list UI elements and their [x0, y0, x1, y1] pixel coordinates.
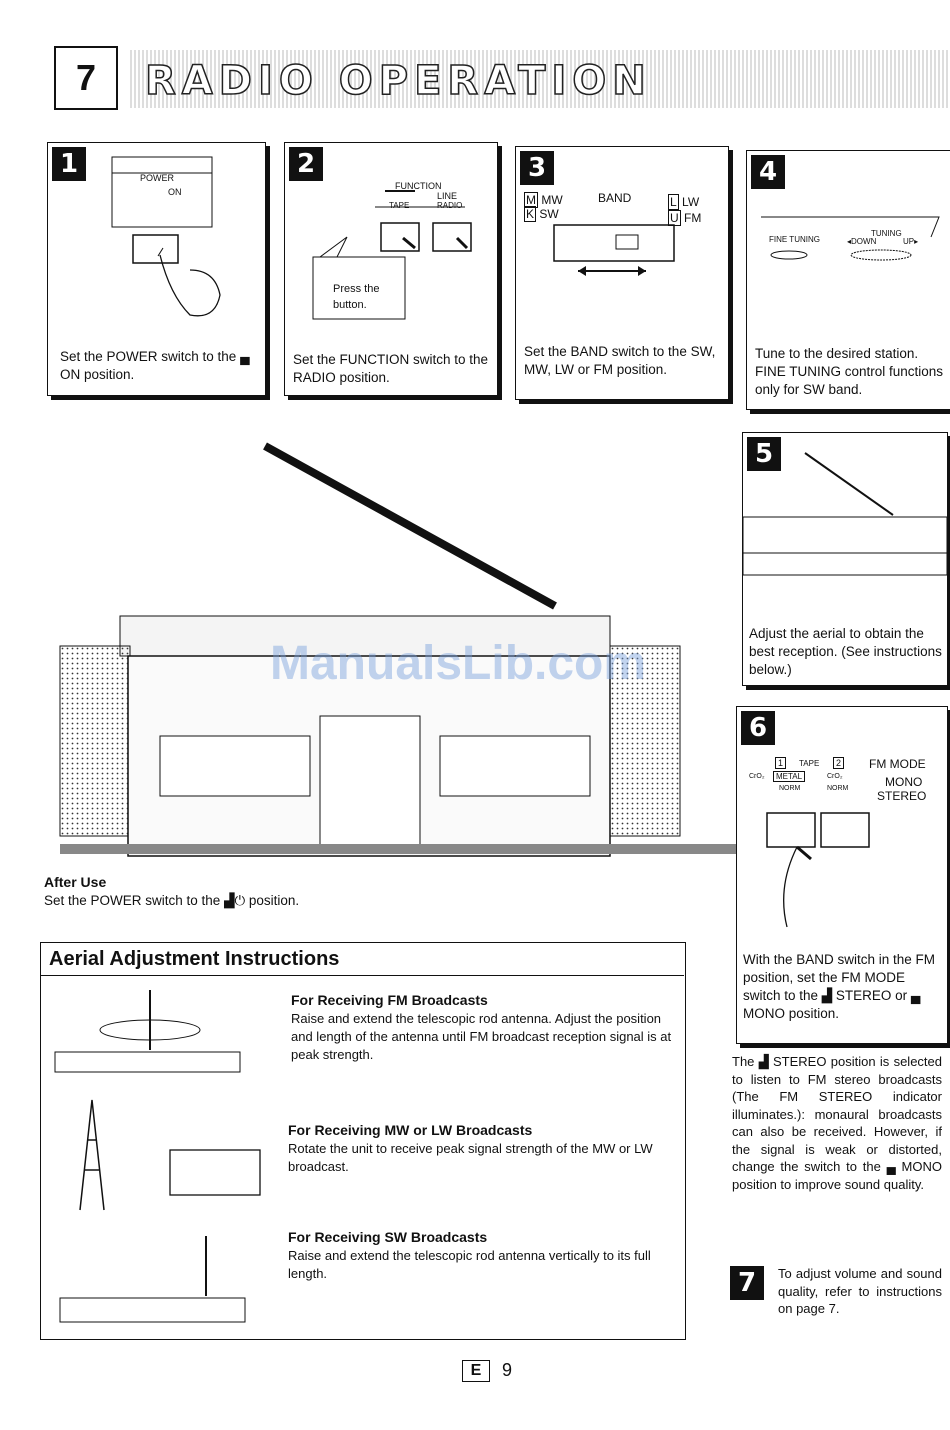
- mw-label: M MW: [524, 192, 563, 208]
- title-band: [130, 50, 950, 108]
- radio-cassette-illustration: [59, 442, 740, 857]
- tape-2-label: 2: [833, 757, 845, 769]
- step-1-caption: Set the POWER switch to the ▄ ON positio…: [60, 349, 250, 382]
- lw-text: LW: [682, 195, 700, 209]
- after-use-text: Set the POWER switch to the ▟⏻ position.: [44, 893, 300, 908]
- after-use-heading: After Use: [44, 874, 107, 890]
- step-4-badge: 4: [751, 155, 785, 189]
- step-4-panel: 4 FINE TUNING TUNING ◂DOWN UP▸ Tune to t…: [746, 150, 950, 410]
- stereo-label: STEREO: [877, 789, 927, 803]
- aerial-fm-illustration: [54, 990, 241, 1073]
- step-5-panel: 5 Adjust the aerial to obtain the best r…: [742, 432, 948, 686]
- step-3-caption: Set the BAND switch to the SW, MW, LW or…: [524, 344, 716, 377]
- cro2-right-label: CrO₂: [827, 773, 843, 780]
- tuning-label: TUNING: [871, 229, 902, 238]
- k-key: K: [524, 206, 537, 222]
- cro2-left-label: CrO₂: [749, 773, 765, 780]
- step-1-badge: 1: [52, 147, 86, 181]
- step-2-caption: Set the FUNCTION switch to the RADIO pos…: [293, 352, 489, 385]
- up-label: UP▸: [903, 237, 919, 246]
- step-3-badge: 3: [520, 151, 554, 185]
- function-label: FUNCTION: [395, 181, 442, 191]
- tuning-dial-illustration: [761, 216, 940, 261]
- radio-label: RADIO: [437, 201, 463, 210]
- chapter-number: 7: [54, 46, 118, 110]
- aerial-title-rule: [41, 975, 684, 976]
- aerial-sw-illustration: [59, 1236, 246, 1323]
- step-2-panel: 2 FUNCTION LINE TAPE RADIO Press the but…: [284, 142, 498, 396]
- metal-label: METAL: [773, 771, 806, 782]
- step-3-panel: 3 M MW BAND L LW K SW U FM Set the BAND …: [515, 146, 729, 400]
- aerial-radio-illustration: [743, 452, 947, 576]
- page-number: 9: [502, 1360, 513, 1380]
- aerial-tower-illustration: [79, 1099, 261, 1211]
- sw-label: K SW: [524, 206, 559, 222]
- sw-heading: For Receiving SW Broadcasts: [288, 1229, 488, 1245]
- on-label: ON: [168, 187, 182, 197]
- mwlw-text: Rotate the unit to receive peak signal s…: [288, 1141, 653, 1174]
- power-label: POWER: [140, 173, 175, 183]
- press-bubble-text: Press the button.: [333, 283, 380, 311]
- norm-right-label: NORM: [827, 785, 849, 792]
- band-switch-illustration: [553, 224, 675, 276]
- page-title: RADIO OPERATION: [144, 57, 652, 105]
- function-switch-illustration: [312, 190, 472, 320]
- sw-text: Raise and extend the telescopic rod ante…: [288, 1248, 651, 1281]
- aerial-instructions-box: [40, 942, 686, 1340]
- power-switch-illustration: [111, 156, 221, 317]
- fm-mode-label: FM MODE: [869, 757, 926, 771]
- step-1-panel: 1 POWER ON Set the POWER switch to the ▄…: [47, 142, 266, 396]
- mwlw-heading: For Receiving MW or LW Broadcasts: [288, 1122, 533, 1138]
- fm-mode-switch-illustration: [766, 812, 870, 928]
- m-key: M: [524, 192, 538, 208]
- step-5-caption: Adjust the aerial to obtain the best rec…: [749, 626, 942, 677]
- u-key: U: [668, 210, 681, 226]
- step-2-badge: 2: [289, 147, 323, 181]
- fm-text: Raise and extend the telescopic rod ante…: [291, 1011, 672, 1062]
- step-5-badge: 5: [747, 437, 781, 471]
- step-6-badge: 6: [741, 711, 775, 745]
- band-label: BAND: [598, 191, 632, 205]
- tape-1-label: 1: [775, 757, 787, 769]
- mono-label: MONO: [885, 775, 923, 789]
- line-label: LINE: [437, 191, 458, 201]
- step-7-badge: 7: [730, 1266, 764, 1300]
- fm-text: FM: [684, 211, 702, 225]
- sw-text: SW: [539, 207, 559, 221]
- stereo-note: The ▟ STEREO position is selected to lis…: [732, 1054, 942, 1192]
- step-6-caption: With the BAND switch in the FM position,…: [743, 952, 936, 1021]
- step-6-panel: 6 1 TAPE 2 FM MODE CrO₂ METAL NORM CrO₂ …: [736, 706, 948, 1044]
- aerial-title: Aerial Adjustment Instructions: [49, 948, 340, 970]
- step-7-text: To adjust volume and sound quality, refe…: [778, 1266, 942, 1316]
- fine-tuning-label: FINE TUNING: [769, 235, 820, 244]
- tape-label: TAPE: [799, 759, 820, 768]
- fm-heading: For Receiving FM Broadcasts: [291, 992, 488, 1008]
- tape-label: TAPE: [389, 201, 410, 210]
- step-4-caption: Tune to the desired station. FINE TUNING…: [755, 346, 944, 397]
- l-key: L: [668, 194, 679, 210]
- mw-text: MW: [541, 193, 563, 207]
- fm-label: U FM: [668, 210, 702, 226]
- lw-label: L LW: [668, 194, 700, 210]
- watermark: ManualsLib.com: [270, 637, 647, 690]
- language-badge: E: [462, 1360, 490, 1382]
- norm-left-label: NORM: [779, 785, 801, 792]
- down-label: ◂DOWN: [847, 237, 877, 246]
